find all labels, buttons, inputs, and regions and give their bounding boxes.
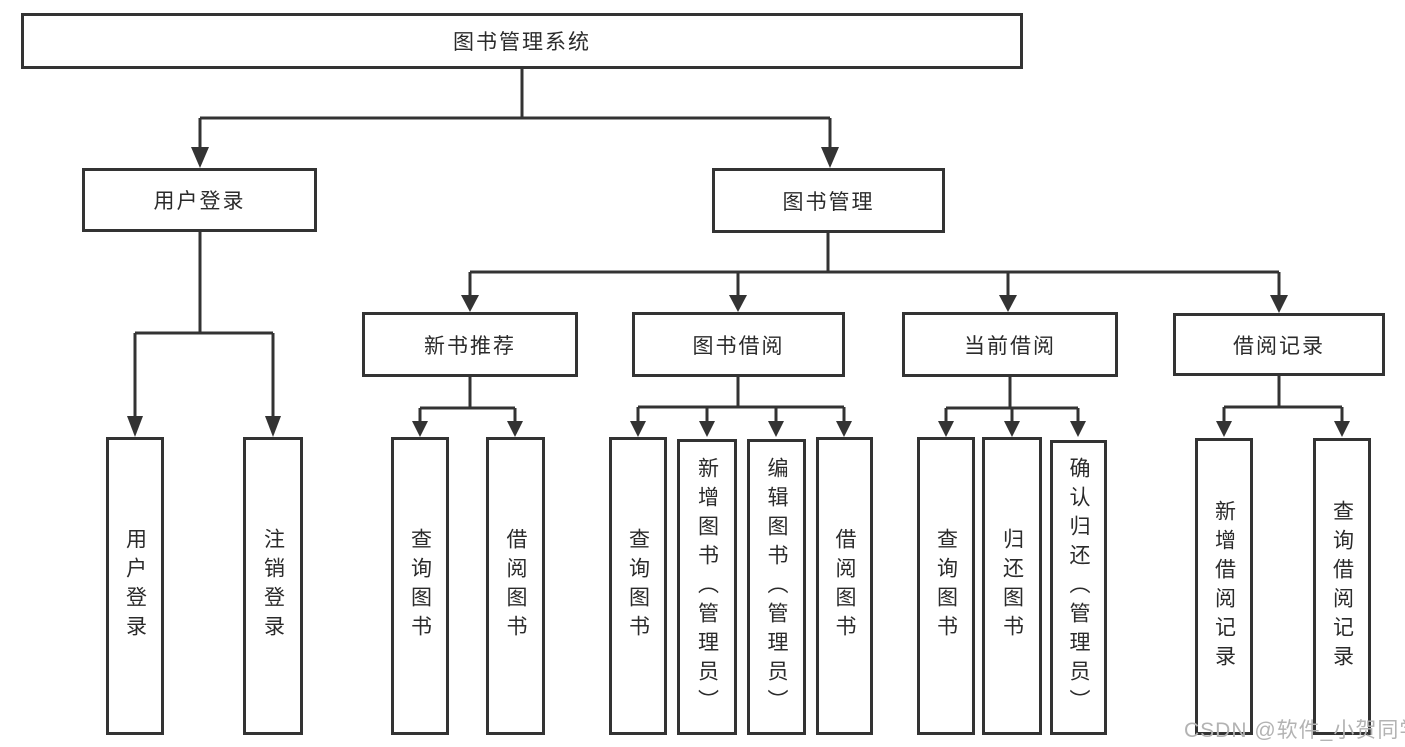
node-new-book-recommend: 新书推荐	[362, 312, 578, 377]
leaf-query-books-current: 查询图书	[917, 437, 975, 735]
leaf-confirm-return-admin: 确认归还（管理员）	[1050, 440, 1107, 735]
leaf-borrow-books-borrowing-label: 借阅图书	[833, 528, 856, 644]
arrow-down-icon	[1216, 421, 1232, 437]
arrow-down-icon	[507, 421, 523, 437]
node-root: 图书管理系统	[21, 13, 1023, 69]
leaf-return-books: 归还图书	[982, 437, 1042, 735]
leaf-logout-login: 注销登录	[243, 437, 303, 735]
arrow-down-icon	[821, 147, 839, 168]
watermark-text: CSDN @软件_小贺同学	[1184, 719, 1405, 742]
leaf-logout-login-label: 注销登录	[261, 528, 285, 644]
node-book-management: 图书管理	[712, 168, 945, 233]
arrow-down-icon	[999, 295, 1017, 312]
leaf-edit-books-admin-label: 编辑图书（管理员）	[765, 456, 788, 718]
leaf-add-borrow-record: 新增借阅记录	[1195, 438, 1253, 735]
node-user-login: 用户登录	[82, 168, 317, 232]
arrow-down-icon	[836, 421, 852, 437]
node-current-borrowing: 当前借阅	[902, 312, 1118, 377]
arrow-down-icon	[1270, 295, 1288, 313]
arrow-down-icon	[1334, 421, 1350, 437]
leaf-edit-books-admin: 编辑图书（管理员）	[747, 439, 806, 735]
leaf-query-borrow-record: 查询借阅记录	[1313, 438, 1371, 735]
leaf-query-books-recommend-label: 查询图书	[408, 528, 432, 644]
node-book-borrowing: 图书借阅	[632, 312, 845, 377]
node-user-login-label: 用户登录	[153, 190, 246, 213]
leaf-borrow-books-recommend: 借阅图书	[486, 437, 545, 735]
leaf-query-books-recommend: 查询图书	[391, 437, 449, 735]
arrow-down-icon	[729, 295, 747, 312]
leaf-return-books-label: 归还图书	[1000, 528, 1024, 644]
leaf-query-books-borrowing-label: 查询图书	[626, 528, 650, 644]
node-current-borrowing-label: 当前借阅	[964, 334, 1056, 358]
arrow-down-icon	[191, 147, 209, 168]
arrow-down-icon	[461, 295, 479, 312]
leaf-borrow-books-recommend-label: 借阅图书	[504, 528, 527, 644]
node-new-book-recommend-label: 新书推荐	[424, 334, 516, 358]
node-borrowing-records: 借阅记录	[1173, 313, 1385, 376]
leaf-add-borrow-record-label: 新增借阅记录	[1212, 499, 1236, 674]
arrow-down-icon	[1004, 421, 1020, 437]
leaf-query-borrow-record-label: 查询借阅记录	[1330, 499, 1354, 674]
node-book-borrowing-label: 图书借阅	[692, 334, 785, 358]
arrow-down-icon	[127, 416, 143, 437]
leaf-user-login-label: 用户登录	[123, 528, 147, 644]
arrow-down-icon	[412, 421, 428, 437]
leaf-query-books-current-label: 查询图书	[934, 528, 958, 644]
arrow-down-icon	[265, 416, 281, 437]
node-book-management-label: 图书管理	[782, 190, 875, 214]
arrow-down-icon	[1070, 421, 1086, 437]
arrowhead-icons	[127, 147, 1350, 437]
leaf-query-books-borrowing: 查询图书	[609, 437, 667, 735]
node-root-label: 图书管理系统	[453, 31, 591, 54]
node-borrowing-records-label: 借阅记录	[1233, 334, 1325, 358]
leaf-confirm-return-admin-label: 确认归还（管理员）	[1067, 457, 1090, 718]
arrow-down-icon	[699, 421, 715, 437]
leaf-borrow-books-borrowing: 借阅图书	[816, 437, 873, 735]
connector-path	[133, 69, 1344, 423]
arrow-down-icon	[768, 421, 784, 437]
leaf-user-login: 用户登录	[106, 437, 164, 735]
arrow-down-icon	[630, 421, 646, 437]
leaf-add-books-admin-label: 新增图书（管理员）	[695, 456, 719, 718]
leaf-add-books-admin: 新增图书（管理员）	[677, 439, 737, 735]
arrow-down-icon	[938, 421, 954, 437]
